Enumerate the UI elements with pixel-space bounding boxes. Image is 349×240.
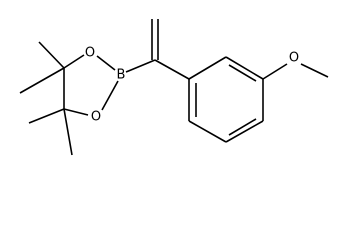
bond-o-upper-to-c-upper — [63, 54, 85, 69]
methyl-groups — [19, 41, 73, 156]
ring-bond-1 — [188, 56, 227, 80]
ring-inner-double-2 — [228, 118, 257, 136]
methyl-bond-upper-1 — [38, 41, 65, 69]
chemical-structure-diagram: O O B O — [19, 19, 329, 156]
dioxaborolane-ring — [63, 54, 119, 116]
methyl-bond-lower-2 — [63, 108, 73, 156]
bond-boron-to-vinyl-carbon — [125, 59, 156, 73]
bond-vinyl-to-ring — [154, 59, 190, 80]
ring-inner-double-1 — [228, 64, 257, 82]
benzene-ring — [188, 56, 264, 143]
vinyl-group — [125, 19, 190, 80]
atom-label-o-methoxy: O — [289, 51, 299, 66]
bond-ring-to-o-methoxy — [262, 63, 288, 80]
atom-labels: O O B O — [85, 46, 299, 125]
methyl-bond-lower-1 — [28, 108, 65, 124]
methoxy-group — [262, 63, 329, 80]
bond-boron-to-o-upper — [96, 55, 116, 71]
bond-c-lower-to-o-lower — [63, 108, 89, 116]
atom-label-boron: B — [117, 68, 126, 83]
methyl-bond-upper-2 — [19, 67, 65, 94]
ring-bond-4 — [225, 120, 264, 143]
bond-o-methoxy-to-methyl — [300, 63, 329, 78]
bond-o-lower-to-boron — [101, 80, 119, 111]
atom-label-o-upper: O — [85, 46, 95, 61]
atom-label-o-lower: O — [91, 110, 101, 125]
ring-bond-2 — [225, 56, 264, 80]
ring-bond-5 — [188, 120, 227, 143]
